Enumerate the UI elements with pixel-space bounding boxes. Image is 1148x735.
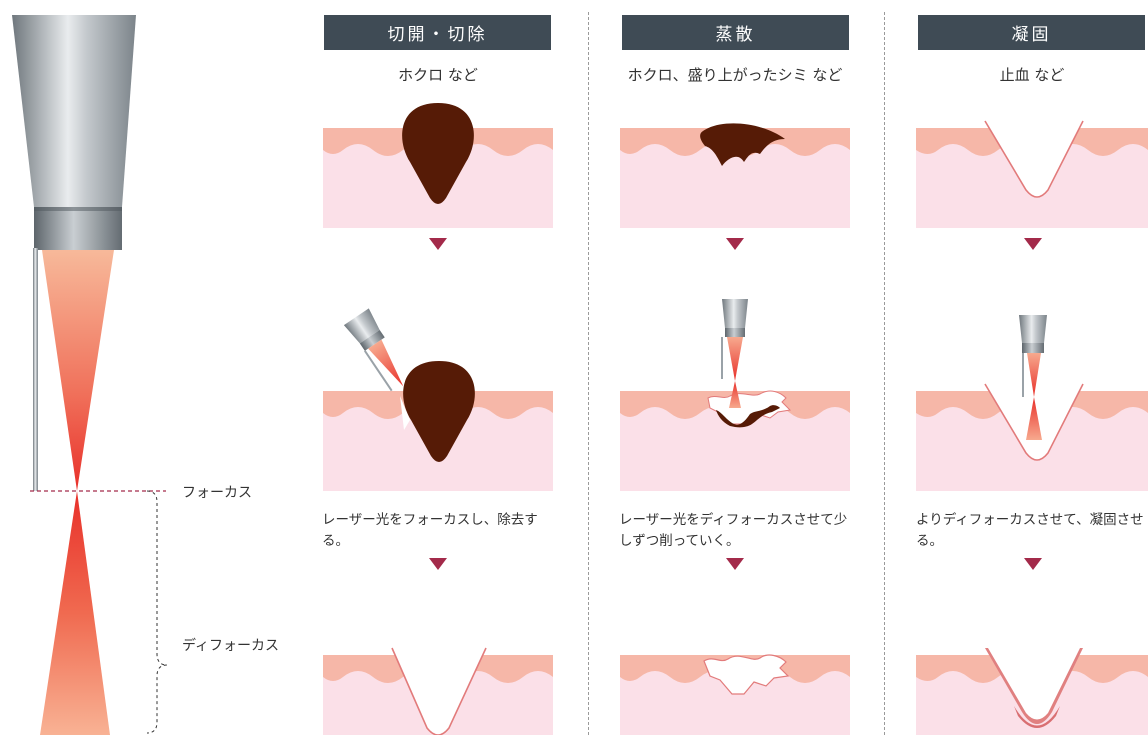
flow-arrow-icon	[1024, 558, 1042, 570]
column-subtitle-incision: ホクロ など	[398, 66, 478, 84]
column-divider	[884, 12, 885, 735]
column-header-vaporization: 蒸散	[622, 15, 849, 50]
laser-probe-icon	[1019, 315, 1047, 440]
column-subtitle-coagulation: 止血 など	[999, 66, 1065, 84]
column-header-incision: 切開・切除	[324, 15, 551, 50]
skin-panel-wound	[916, 120, 1148, 228]
flow-arrow-icon	[429, 558, 447, 570]
defocus-label: ディフォーカス	[182, 638, 280, 654]
column-description-incision: レーザー光をフォーカスし、除去する。	[322, 512, 538, 549]
laser-probe-icon	[343, 308, 404, 392]
flow-arrow-icon	[726, 238, 744, 250]
skin-panel-raised-lesion	[620, 123, 850, 228]
focus-label: フォーカス	[182, 485, 252, 501]
column-description-vaporization: レーザー光をディフォーカスさせて少しずつ削っていく。	[619, 512, 848, 549]
laser-probe-icon	[721, 299, 748, 408]
laser-beam-icon	[42, 250, 114, 491]
flow-arrow-icon	[726, 558, 744, 570]
flow-arrow-icon	[429, 238, 447, 250]
column-header-coagulation: 凝固	[918, 15, 1145, 50]
flow-arrow-icon	[1024, 238, 1042, 250]
skin-panel-result-vaporized	[620, 654, 850, 735]
column-divider	[588, 12, 589, 735]
skin-panel-result-coagulated	[916, 648, 1148, 735]
column-subtitle-vaporization: ホクロ、盛り上がったシミ など	[627, 66, 843, 84]
skin-panel-vaporizing	[620, 299, 850, 491]
skin-panel-cutting	[323, 308, 553, 491]
defocus-brace	[146, 490, 168, 734]
laser-handpiece	[12, 15, 136, 735]
skin-panel-mole	[323, 103, 553, 228]
mole-icon	[700, 123, 785, 166]
skin-panel-coagulating	[916, 315, 1148, 491]
skin-panel-result-excised	[323, 647, 553, 735]
mole-icon	[402, 103, 474, 204]
column-description-coagulation: よりディフォーカスさせて、凝固させる。	[916, 512, 1144, 549]
